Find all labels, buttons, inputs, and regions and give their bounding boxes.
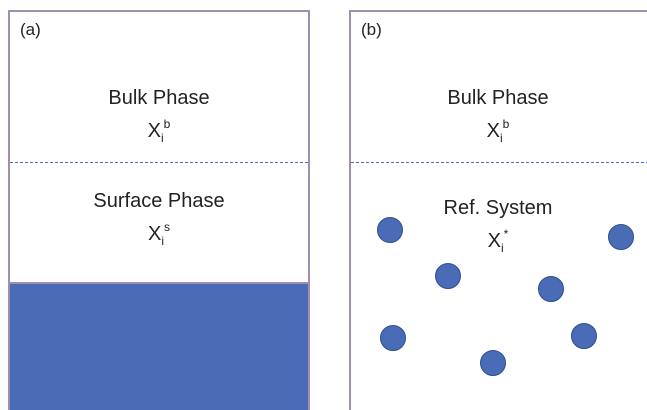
bulk-a-symbol-base: X	[147, 120, 161, 142]
surface-a-symbol-base: X	[147, 223, 162, 245]
bulk-a-symbol-sub: i	[160, 131, 164, 145]
panel-b: (b) Bulk Phase Xib Ref. System Xi*	[349, 10, 647, 410]
particle	[480, 350, 506, 376]
particle	[538, 276, 564, 302]
bulk-phase-b-name: Bulk Phase	[447, 87, 549, 109]
bulk-phase-a-name: Bulk Phase	[108, 87, 210, 109]
bulk-b-symbol-sup: b	[502, 117, 510, 131]
ref-symbol-sup: *	[503, 227, 509, 241]
surface-phase-a-name: Surface Phase	[93, 190, 225, 212]
reference-system-symbol: Xi*	[337, 222, 647, 260]
panel-a: (a) Bulk Phase Xib Surface Phase Xis	[8, 10, 310, 410]
surface-a-symbol-sub: i	[161, 234, 164, 248]
bulk-phase-b-symbol: Xib	[337, 112, 647, 150]
phase-divider-a	[10, 162, 308, 163]
bulk-a-symbol-sup: b	[163, 117, 171, 131]
particle	[608, 224, 634, 250]
bulk-phase-a: Bulk Phase Xib	[10, 86, 308, 150]
panel-a-label: (a)	[20, 20, 41, 39]
surface-a-symbol-sup: s	[164, 220, 170, 234]
ref-symbol-base: X	[487, 230, 501, 252]
bulk-b-symbol-base: X	[486, 120, 500, 142]
phase-divider-b	[351, 162, 647, 163]
ref-symbol-sub: i	[501, 241, 504, 255]
solid-substrate	[8, 282, 310, 410]
panel-b-label: (b)	[361, 20, 382, 39]
particle	[435, 263, 461, 289]
bulk-phase-b: Bulk Phase Xib	[337, 86, 647, 150]
surface-phase-a: Surface Phase Xis	[10, 189, 308, 253]
reference-system-name: Ref. System	[443, 197, 553, 219]
reference-system-b: Ref. System Xi*	[337, 196, 647, 260]
particle	[571, 323, 597, 349]
surface-phase-a-symbol: Xis	[10, 215, 308, 253]
particle	[380, 325, 406, 351]
bulk-b-symbol-sub: i	[499, 131, 503, 145]
bulk-phase-a-symbol: Xib	[10, 112, 308, 150]
particle	[377, 217, 403, 243]
